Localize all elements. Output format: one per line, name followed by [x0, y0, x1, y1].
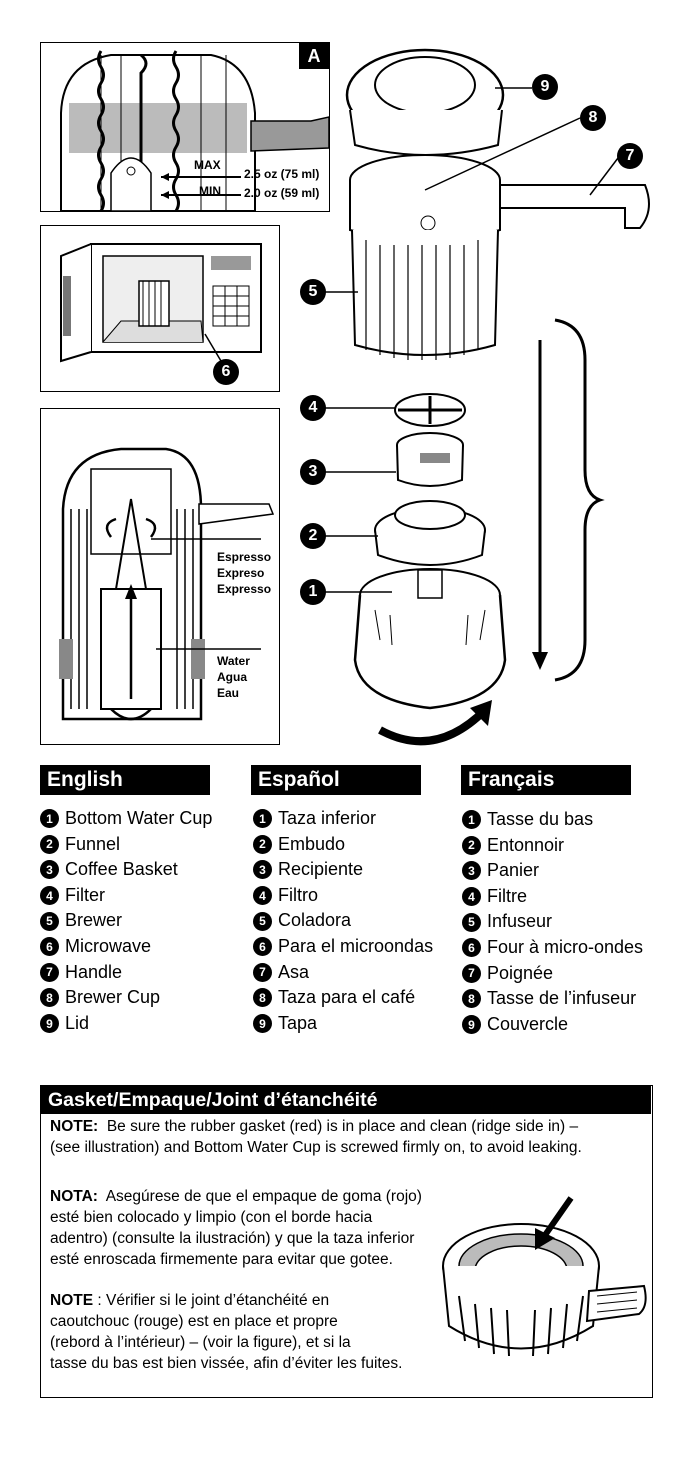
- callout-4: 4: [300, 395, 326, 421]
- callout-5: 5: [300, 279, 326, 305]
- number-badge: 2: [462, 835, 481, 855]
- espresso-label-fr: Expresso: [217, 582, 272, 596]
- number-badge: 3: [253, 860, 272, 880]
- water-label-fr: Eau: [217, 686, 240, 700]
- cutaway-panel: Espresso Expreso Expresso Water Agua Eau: [40, 408, 280, 745]
- water-label-es: Agua: [217, 670, 247, 684]
- number-badge: 8: [40, 988, 59, 1008]
- note-english-label: NOTE:: [50, 1118, 99, 1135]
- gasket-heading: Gasket/Empaque/Joint d’étanchéité: [41, 1086, 651, 1114]
- note-french: NOTE : Vérifier si le joint d’étanchéité…: [50, 1292, 403, 1372]
- note-spanish-label: NOTA:: [50, 1188, 98, 1205]
- espresso-label-es: Expreso: [217, 566, 265, 580]
- max-value: 2.5 oz (75 ml): [244, 167, 320, 181]
- number-badge: 4: [253, 886, 272, 906]
- number-badge: 6: [253, 937, 272, 957]
- number-badge: 9: [462, 1015, 481, 1035]
- number-badge: 8: [462, 989, 481, 1009]
- microwave-panel: 6: [40, 225, 280, 392]
- number-badge: 3: [40, 860, 59, 880]
- number-badge: 8: [253, 988, 272, 1008]
- water-label-en: Water: [217, 654, 250, 668]
- number-badge: 7: [40, 962, 59, 982]
- number-badge: 7: [462, 963, 481, 983]
- gasket-note-box: Gasket/Empaque/Joint d’étanchéité NOTE: …: [40, 1085, 653, 1398]
- note-english: NOTE: Be sure the rubber gasket (red) is…: [50, 1118, 582, 1156]
- exploded-view-drawing: [325, 48, 650, 746]
- number-badge: 5: [253, 911, 272, 931]
- max-label: MAX: [194, 158, 221, 172]
- note-french-label: NOTE: [50, 1292, 94, 1309]
- note-spanish: NOTA: Asegúrese de que el empaque de gom…: [50, 1188, 422, 1268]
- callout-6: 6: [213, 359, 239, 385]
- english-heading: English: [40, 765, 210, 795]
- number-badge: 3: [462, 861, 481, 881]
- number-badge: 9: [40, 1014, 59, 1034]
- espresso-label-en: Espresso: [217, 550, 272, 564]
- francais-heading: Français: [461, 765, 631, 795]
- callout-9: 9: [532, 74, 558, 100]
- number-badge: 6: [40, 937, 59, 957]
- microwave-drawing: [60, 243, 262, 363]
- brewer-fill-level-drawing: [60, 50, 329, 211]
- number-badge: 1: [462, 810, 481, 830]
- brewer-cutaway-drawing: [59, 447, 275, 721]
- callout-3: 3: [300, 459, 326, 485]
- panel-a-tag: A: [299, 43, 329, 69]
- callout-2: 2: [300, 523, 326, 549]
- number-badge: 5: [40, 911, 59, 931]
- number-badge: 4: [40, 886, 59, 906]
- number-badge: 6: [462, 938, 481, 958]
- number-badge: 9: [253, 1014, 272, 1034]
- number-badge: 4: [462, 887, 481, 907]
- number-badge: 7: [253, 962, 272, 982]
- number-badge: 1: [253, 809, 272, 829]
- min-label: MIN: [199, 184, 221, 198]
- min-value: 2.0 oz (59 ml): [244, 186, 320, 200]
- callout-7: 7: [617, 143, 643, 169]
- number-badge: 2: [40, 834, 59, 854]
- number-badge: 1: [40, 809, 59, 829]
- gasket-illustration: [442, 1196, 647, 1357]
- number-badge: 2: [253, 834, 272, 854]
- panel-a-max-min-illustration: A MAX 2.5 oz (75 ml) MIN 2.0 oz (59 ml): [40, 42, 330, 212]
- number-badge: 5: [462, 912, 481, 932]
- callout-1: 1: [300, 579, 326, 605]
- espanol-heading: Español: [251, 765, 421, 795]
- callout-8: 8: [580, 105, 606, 131]
